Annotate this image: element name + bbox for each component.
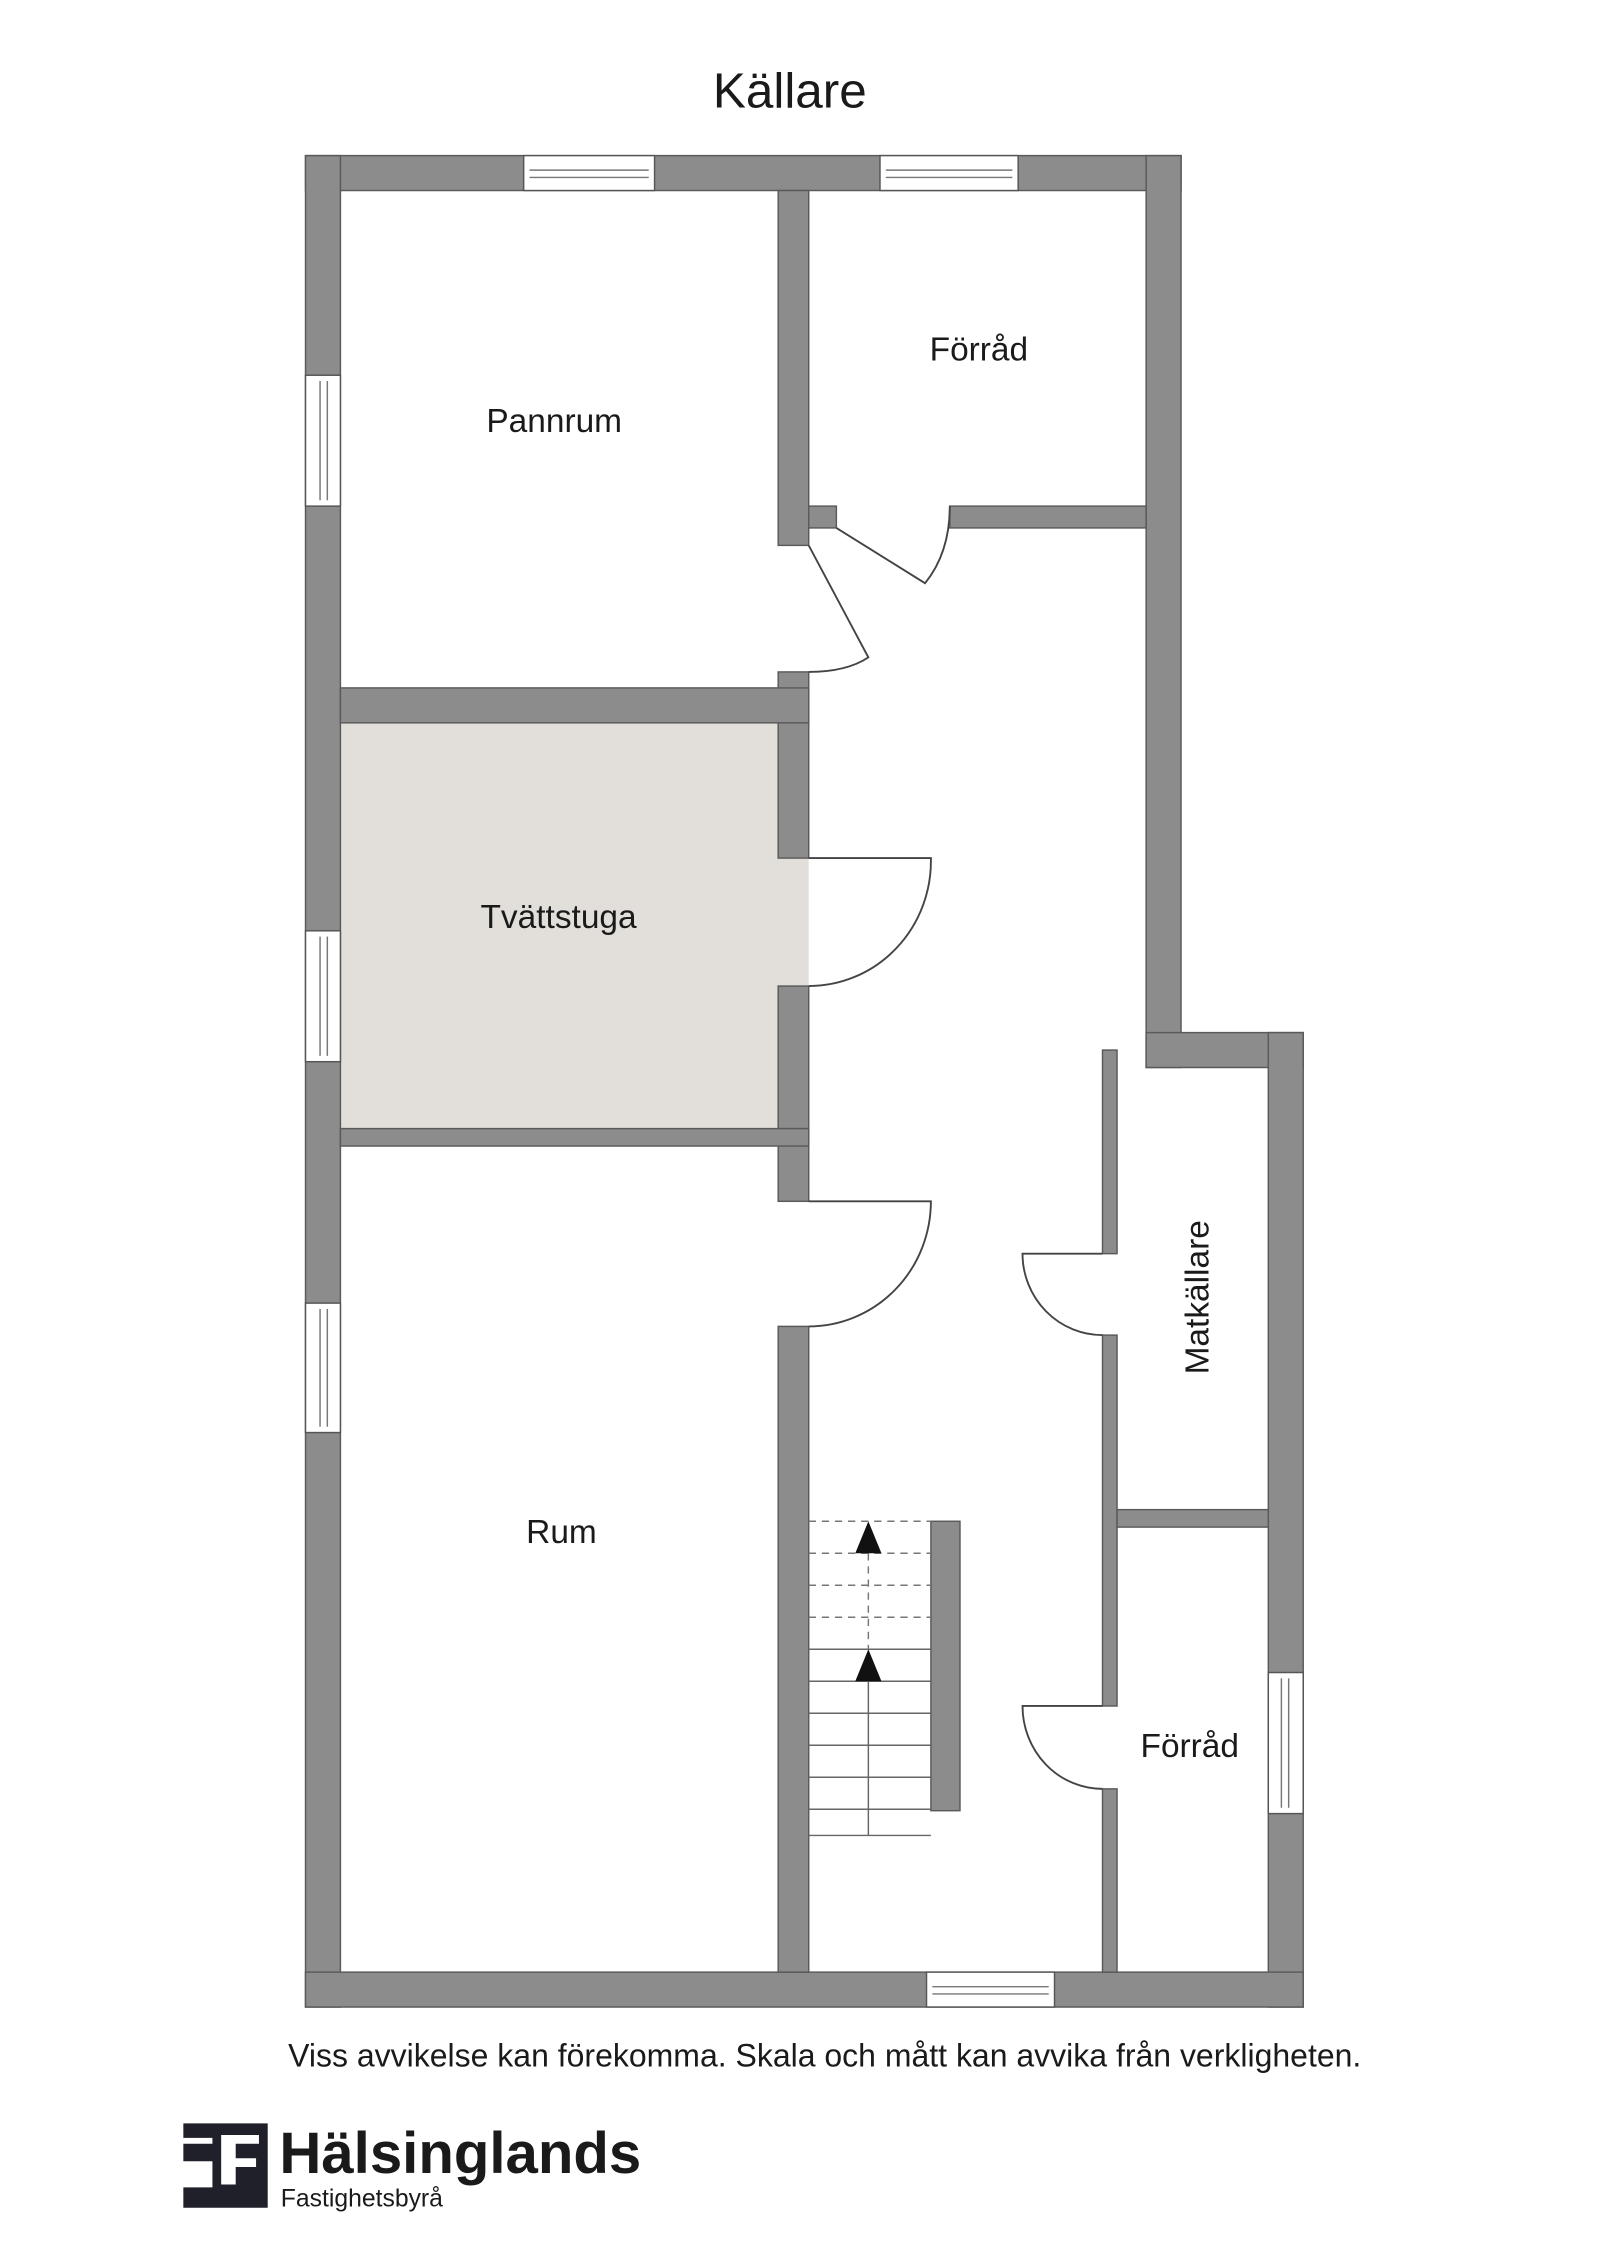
logo-mark-icon (183, 2123, 268, 2208)
company-logo: Hälsinglands Fastighetsbyrå (183, 2121, 641, 2212)
door-rum (808, 1200, 932, 1328)
door-forrad-bottom (1021, 1705, 1103, 1790)
window (1267, 1671, 1304, 1815)
room-label-forrad-bottom: Förråd (1141, 1728, 1239, 1765)
floor-title: Källare (713, 64, 867, 119)
room-label-forrad-top: Förråd (930, 332, 1028, 369)
walls (304, 154, 1304, 2008)
logo-subtitle: Fastighetsbyrå (281, 2185, 443, 2212)
logo-name: Hälsinglands (279, 2121, 641, 2186)
window (304, 1302, 342, 1434)
window (304, 930, 342, 1063)
stair-arrow-icon (855, 1649, 882, 1682)
window (925, 1971, 1056, 2008)
door-pannrum (807, 544, 870, 673)
staircase (808, 1520, 931, 1837)
disclaimer: Viss avvikelse kan förekomma. Skala och … (288, 2038, 1361, 2074)
window (522, 154, 656, 192)
room-label-pannrum: Pannrum (486, 403, 622, 440)
stair-arrow-icon (855, 1521, 882, 1554)
tvattstuga-floor (340, 722, 809, 1129)
door-matkallare (1021, 1252, 1103, 1337)
window (304, 374, 342, 507)
room-label-tvattstuga: Tvättstuga (481, 899, 638, 936)
room-label-matkallare: Matkällare (1180, 1220, 1217, 1374)
door-tvattstuga (808, 857, 932, 988)
windows (304, 154, 1304, 2008)
door-forrad-top (835, 506, 951, 585)
room-label-rum: Rum (526, 1514, 597, 1551)
doors (807, 506, 1103, 1790)
window (879, 154, 1019, 192)
